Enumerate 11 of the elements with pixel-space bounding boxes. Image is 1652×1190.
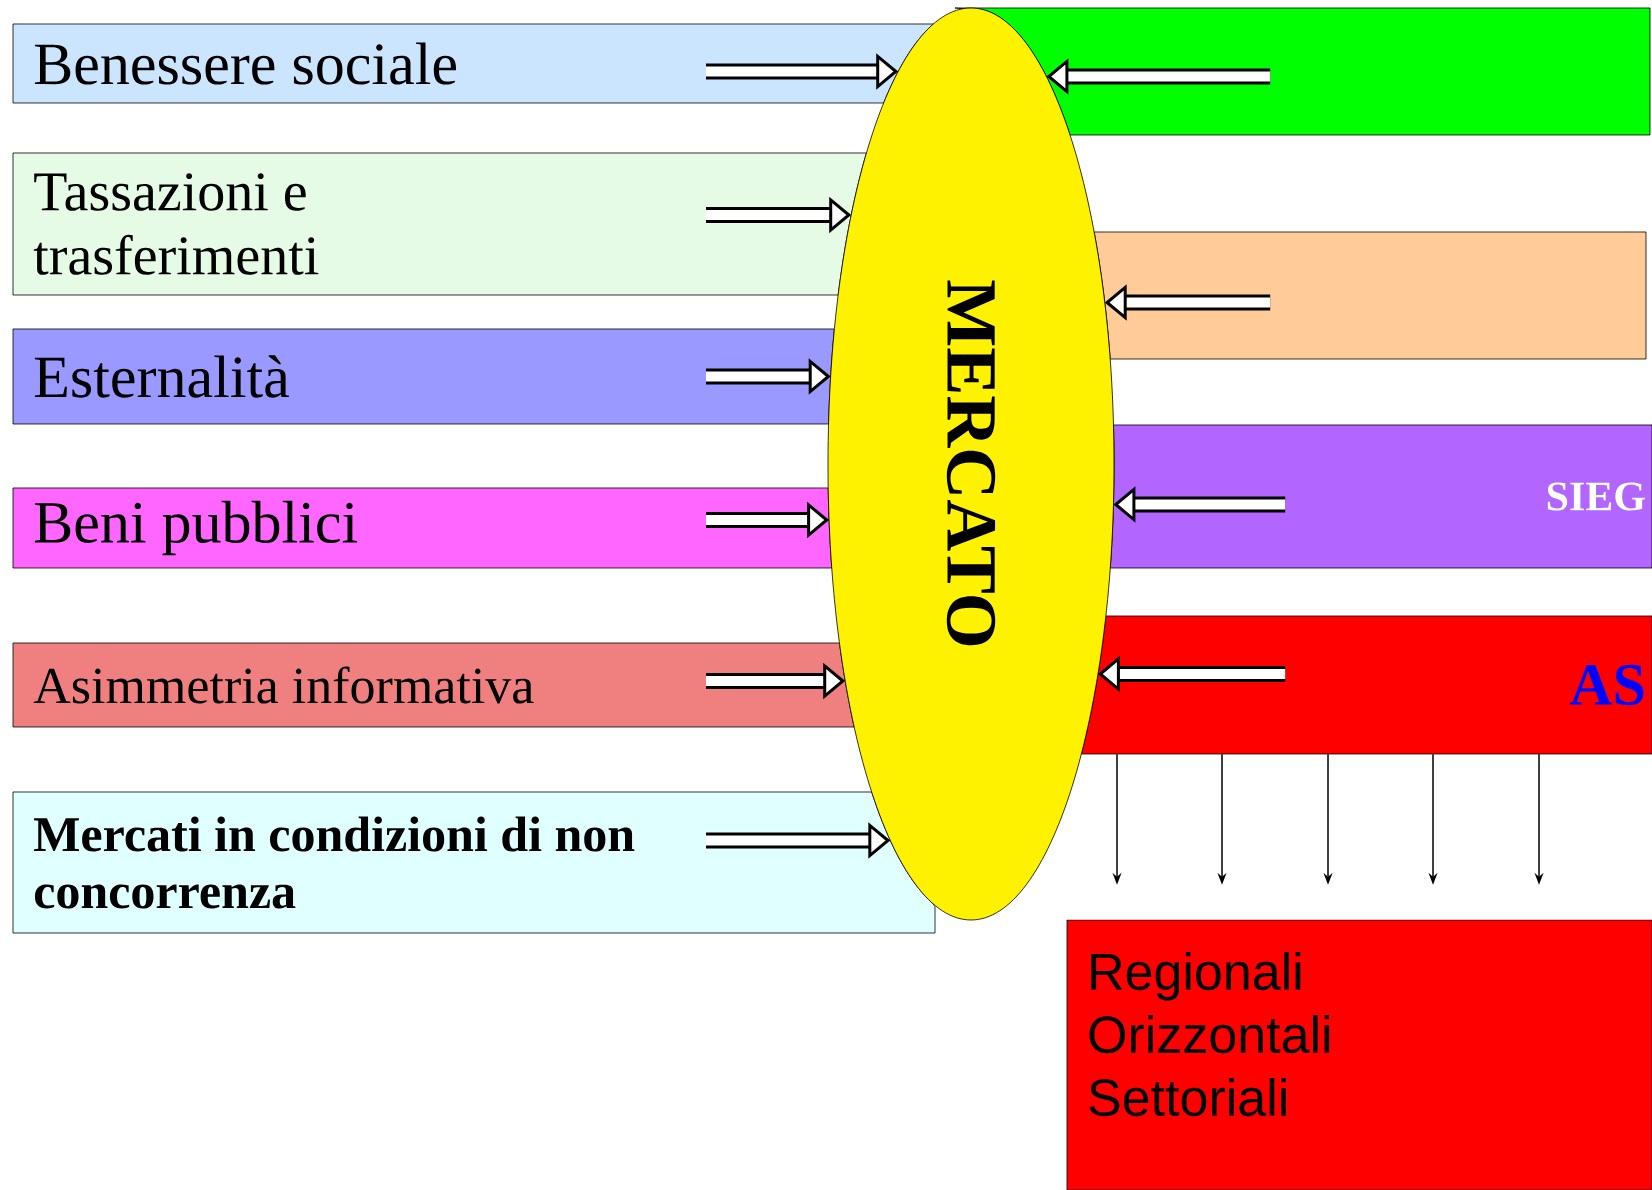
color-band <box>954 7 1651 136</box>
color-band: AS <box>1080 615 1652 755</box>
label-box: Tassazioni e trasferimenti <box>12 152 867 296</box>
color-band: SIEG <box>1109 424 1652 569</box>
label-box: Esternalità <box>12 328 835 425</box>
label-box: Benessere sociale <box>12 23 934 104</box>
list-box: Regionali Orizzontali Settoriali <box>1066 919 1652 1190</box>
label-box: Beni pubblici <box>12 487 833 569</box>
color-band <box>1093 231 1647 360</box>
label-box: Asimmetria informativa <box>12 642 855 728</box>
label-box: Mercati in condizioni di non concorrenza <box>12 791 936 934</box>
